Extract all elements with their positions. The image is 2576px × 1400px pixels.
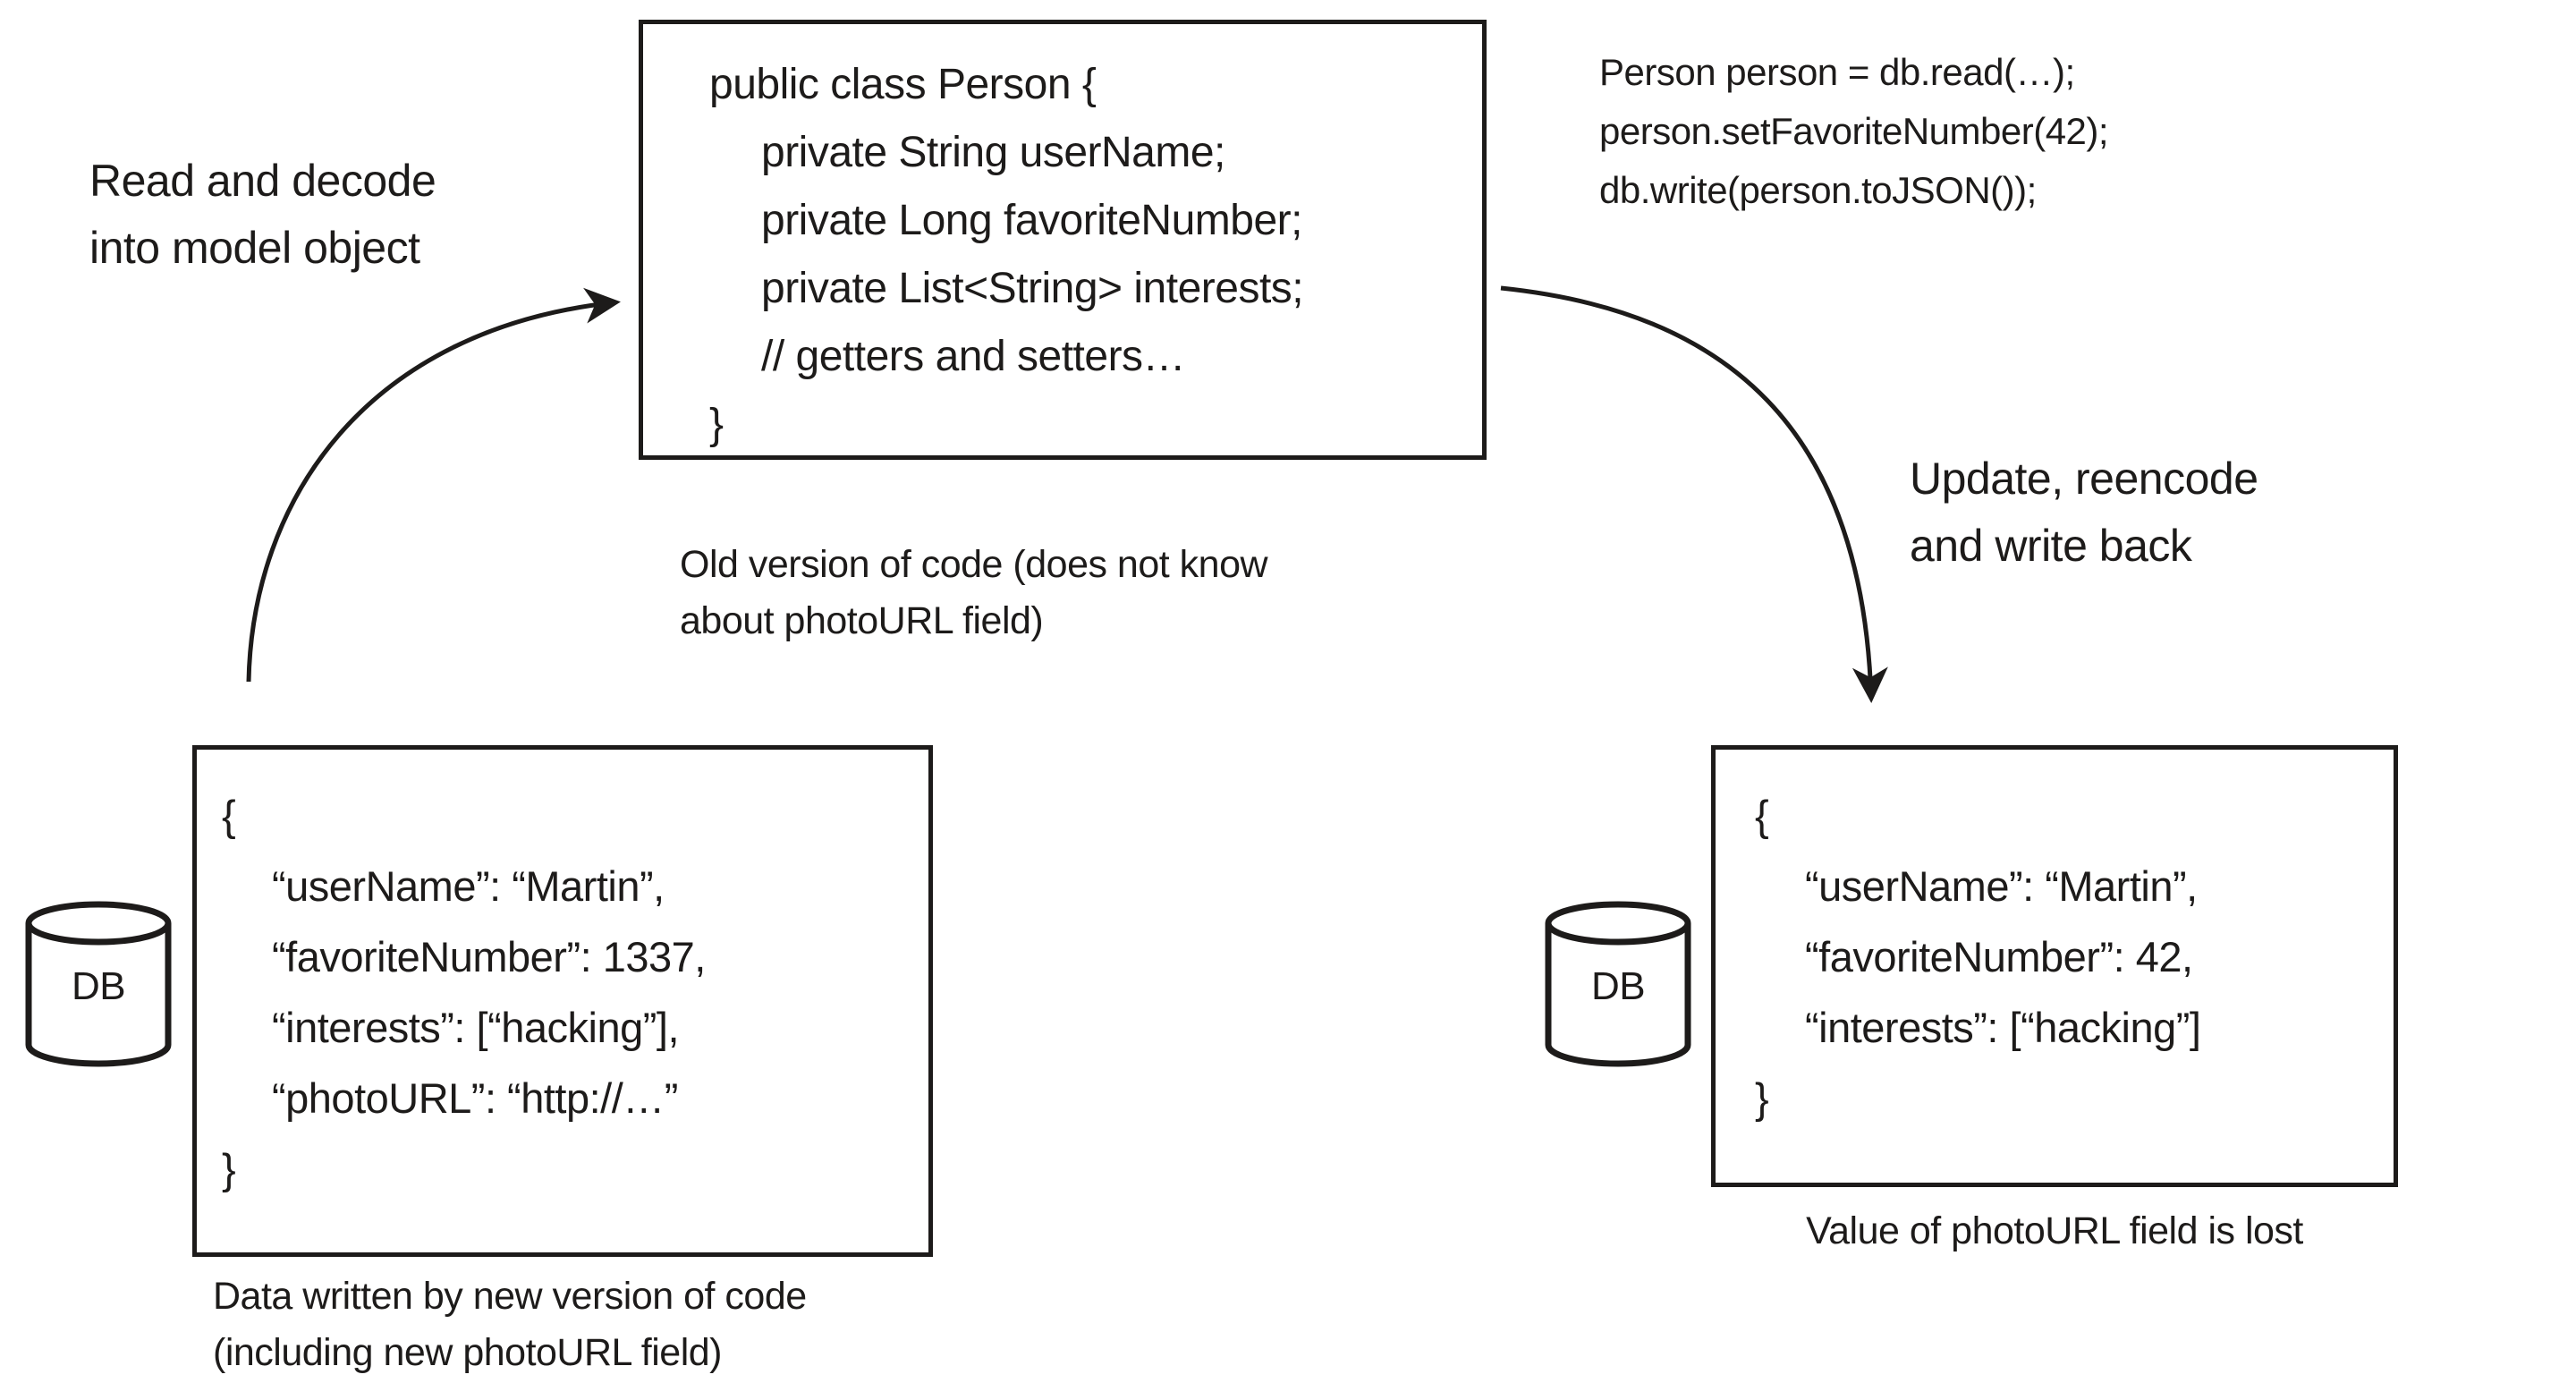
new-data-caption-line2: (including new photoURL field) — [213, 1331, 723, 1374]
update-code-line: Person person = db.read(…); — [1599, 51, 2075, 93]
json-line: “favoriteNumber”: 1337, — [272, 933, 706, 980]
new-data-caption-line1: Data written by new version of code — [213, 1275, 807, 1318]
right-db-cylinder-icon — [1545, 901, 1691, 1067]
update-write-label: Update, reencode and write back — [1910, 445, 2258, 580]
update-write-arrow — [1500, 285, 1888, 703]
update-code-line: person.setFavoriteNumber(42); — [1599, 110, 2109, 152]
read-decode-arrow — [246, 287, 621, 683]
json-line: “userName”: “Martin”, — [1805, 862, 2198, 910]
class-box-caption-line2: about photoURL field) — [680, 599, 1044, 642]
new-data-json-box: { “userName”: “Martin”, “favoriteNumber”… — [192, 745, 933, 1257]
new-data-caption: Data written by new version of code (inc… — [213, 1268, 807, 1381]
class-code-line: // getters and setters… — [761, 333, 1186, 380]
read-decode-label: Read and decode into model object — [89, 148, 436, 282]
json-line: “favoriteNumber”: 42, — [1805, 933, 2193, 980]
json-line: { — [1755, 792, 1769, 839]
update-write-label-line1: Update, reencode — [1910, 454, 2258, 504]
class-box-caption: Old version of code (does not know about… — [680, 537, 1268, 649]
left-db-label: DB — [71, 964, 126, 1008]
update-code-line: db.write(person.toJSON()); — [1599, 169, 2037, 211]
update-code-snippet: Person person = db.read(…); person.setFa… — [1599, 43, 2109, 220]
json-line: “photoURL”: “http://…” — [272, 1074, 678, 1122]
json-line: “userName”: “Martin”, — [272, 862, 665, 910]
json-line: } — [222, 1145, 236, 1192]
json-line: } — [1755, 1074, 1769, 1122]
class-code-line: private Long favoriteNumber; — [761, 197, 1302, 244]
class-code-line: private List<String> interests; — [761, 265, 1304, 312]
json-line: “interests”: [“hacking”] — [1805, 1004, 2201, 1051]
read-decode-label-line2: into model object — [89, 223, 420, 273]
person-class-box: public class Person { private String use… — [639, 20, 1487, 460]
class-code-line: private String userName; — [761, 129, 1225, 176]
read-decode-label-line1: Read and decode — [89, 156, 436, 206]
rewritten-data-json-box: { “userName”: “Martin”, “favoriteNumber”… — [1711, 745, 2398, 1187]
right-db-label: DB — [1590, 964, 1646, 1008]
class-code-line: } — [709, 401, 724, 448]
json-line: { — [222, 792, 236, 839]
left-db-cylinder-icon — [25, 901, 172, 1067]
update-write-label-line2: and write back — [1910, 521, 2192, 571]
class-box-caption-line1: Old version of code (does not know — [680, 543, 1268, 586]
json-line: “interests”: [“hacking”], — [272, 1004, 680, 1051]
photourl-lost-caption: Value of photoURL field is lost — [1806, 1209, 2303, 1252]
class-code-line: public class Person { — [709, 61, 1097, 108]
